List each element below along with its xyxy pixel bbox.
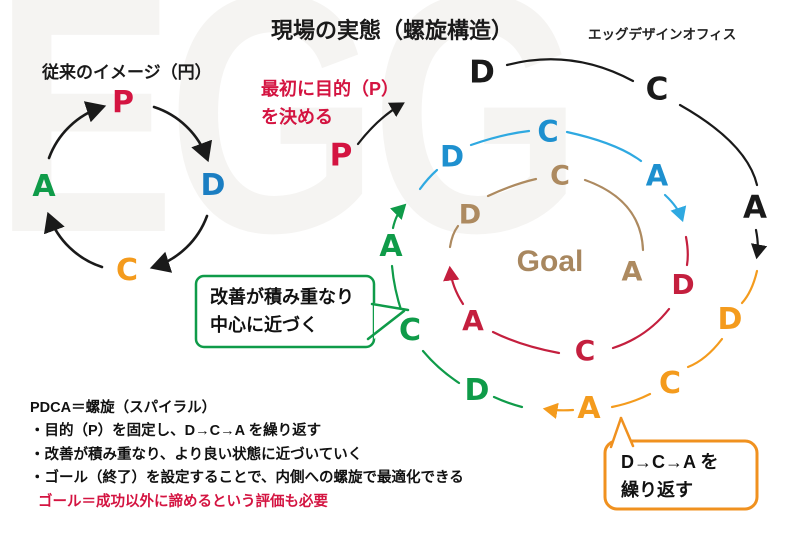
plan-annotation-line1: 最初に目的（P） <box>261 79 400 99</box>
left-circle-arcs <box>43 101 213 273</box>
pdca-letter: C <box>537 114 559 149</box>
pdca-letter: D <box>671 268 695 301</box>
notes-warning: ゴール＝成功以外に諦めるという評価も必要 <box>38 493 328 510</box>
note-bullet: ・改善が積み重なり、より良い状態に近づいていく <box>30 446 363 463</box>
pdca-letter: A <box>621 256 643 288</box>
plan-annotation: 最初に目的（P） を決める <box>261 75 399 131</box>
bubble-improvement-text: 改善が積み重なり 中心に近づく <box>210 283 354 339</box>
pdca-letter: D <box>717 302 743 337</box>
bubble-repeat-text: D→C→A を 繰り返す <box>621 448 718 504</box>
pdca-letter: D <box>464 373 490 408</box>
speech-bubble-repeat <box>603 416 759 511</box>
notes-bullets: ・目的（P）を固定し、D→C→A を繰り返す ・改善が積み重なり、より良い状態に… <box>30 420 464 490</box>
spiral-arcs-black <box>356 58 768 260</box>
pdca-letter: C <box>550 160 570 192</box>
pdca-letter: D <box>200 168 226 203</box>
credit-label: エッグデザインオフィス <box>588 27 737 42</box>
pdca-letter: C <box>574 334 596 367</box>
spiral-arcs-blue <box>418 129 687 223</box>
pdca-letter: A <box>379 229 403 264</box>
page-title: 現場の実態（螺旋構造） <box>271 18 514 43</box>
pdca-letter: C <box>645 71 669 108</box>
bubble-improvement-line2: 中心に近づく <box>210 315 318 335</box>
bubble-repeat-line2: 繰り返す <box>621 480 693 500</box>
goal-label: Goal <box>516 245 584 278</box>
spiral-arcs-red <box>443 235 689 355</box>
pdca-letter: A <box>577 391 601 426</box>
pdca-letter: D <box>439 139 465 174</box>
plan-annotation-line2: を決める <box>261 107 333 127</box>
pdca-letter: D <box>469 54 495 91</box>
spiral-arcs-orange <box>542 269 759 420</box>
pdca-letter: C <box>115 253 139 288</box>
notes-block: PDCA＝螺旋（スパイラル） ・目的（P）を固定し、D→C→A を繰り返す ・改… <box>30 397 464 514</box>
pdca-letter: A <box>32 169 56 204</box>
left-circle-caption: 従来のイメージ（円） <box>42 63 212 82</box>
pdca-letter: C <box>398 313 422 348</box>
pdca-letter: D <box>458 199 482 231</box>
spiral-arcs-brown <box>448 177 645 252</box>
pdca-letter: A <box>743 189 767 226</box>
egg-watermark: EGG <box>0 0 583 304</box>
spiral-arcs-green <box>390 203 524 409</box>
pdca-letter: P <box>112 85 134 120</box>
note-bullet: ・ゴール（終了）を設定することで、内側への螺旋で最適化できる <box>30 470 464 487</box>
speech-bubble-improvement <box>194 274 410 349</box>
notes-heading: PDCA＝螺旋（スパイラル） <box>30 400 217 416</box>
pdca-letter: A <box>462 304 484 337</box>
pdca-letter: P <box>329 137 353 174</box>
pdca-letter: C <box>658 366 682 401</box>
pdca-letter: A <box>645 158 669 193</box>
note-bullet: ・目的（P）を固定し、D→C→A を繰り返す <box>30 423 322 440</box>
bubble-improvement-line1: 改善が積み重なり <box>210 287 354 307</box>
bubble-repeat-line1: D→C→A を <box>621 452 719 472</box>
